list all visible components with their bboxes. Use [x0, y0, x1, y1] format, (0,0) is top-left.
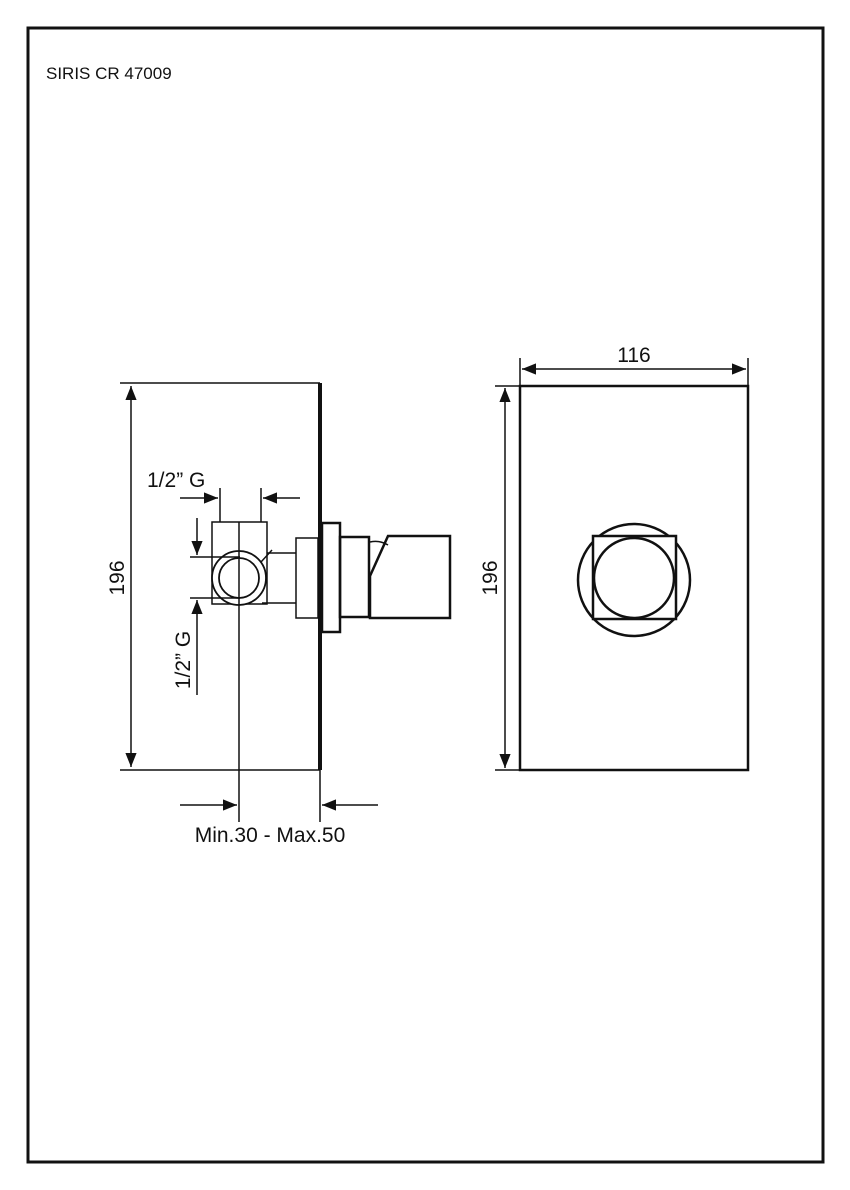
flange	[320, 521, 342, 634]
front-width-label: 116	[617, 344, 650, 367]
handle-collar	[338, 535, 371, 619]
side-height-label: 196	[106, 560, 129, 595]
inlet-top-label: 1/2” G	[147, 469, 205, 492]
handle	[368, 534, 452, 620]
product-title: SIRIS CR 47009	[46, 64, 172, 83]
front-height-label: 196	[479, 560, 502, 595]
cover-plate	[518, 384, 750, 772]
spindle-housing	[295, 537, 319, 619]
side-view	[120, 382, 452, 822]
handle-rosette	[576, 522, 692, 638]
depth-label: Min.30 - Max.50	[195, 824, 346, 847]
inlet-side-label: 1/2” G	[172, 631, 195, 689]
drawing-border	[26, 26, 825, 1164]
front-view	[495, 358, 750, 772]
handle-knob	[592, 536, 676, 620]
